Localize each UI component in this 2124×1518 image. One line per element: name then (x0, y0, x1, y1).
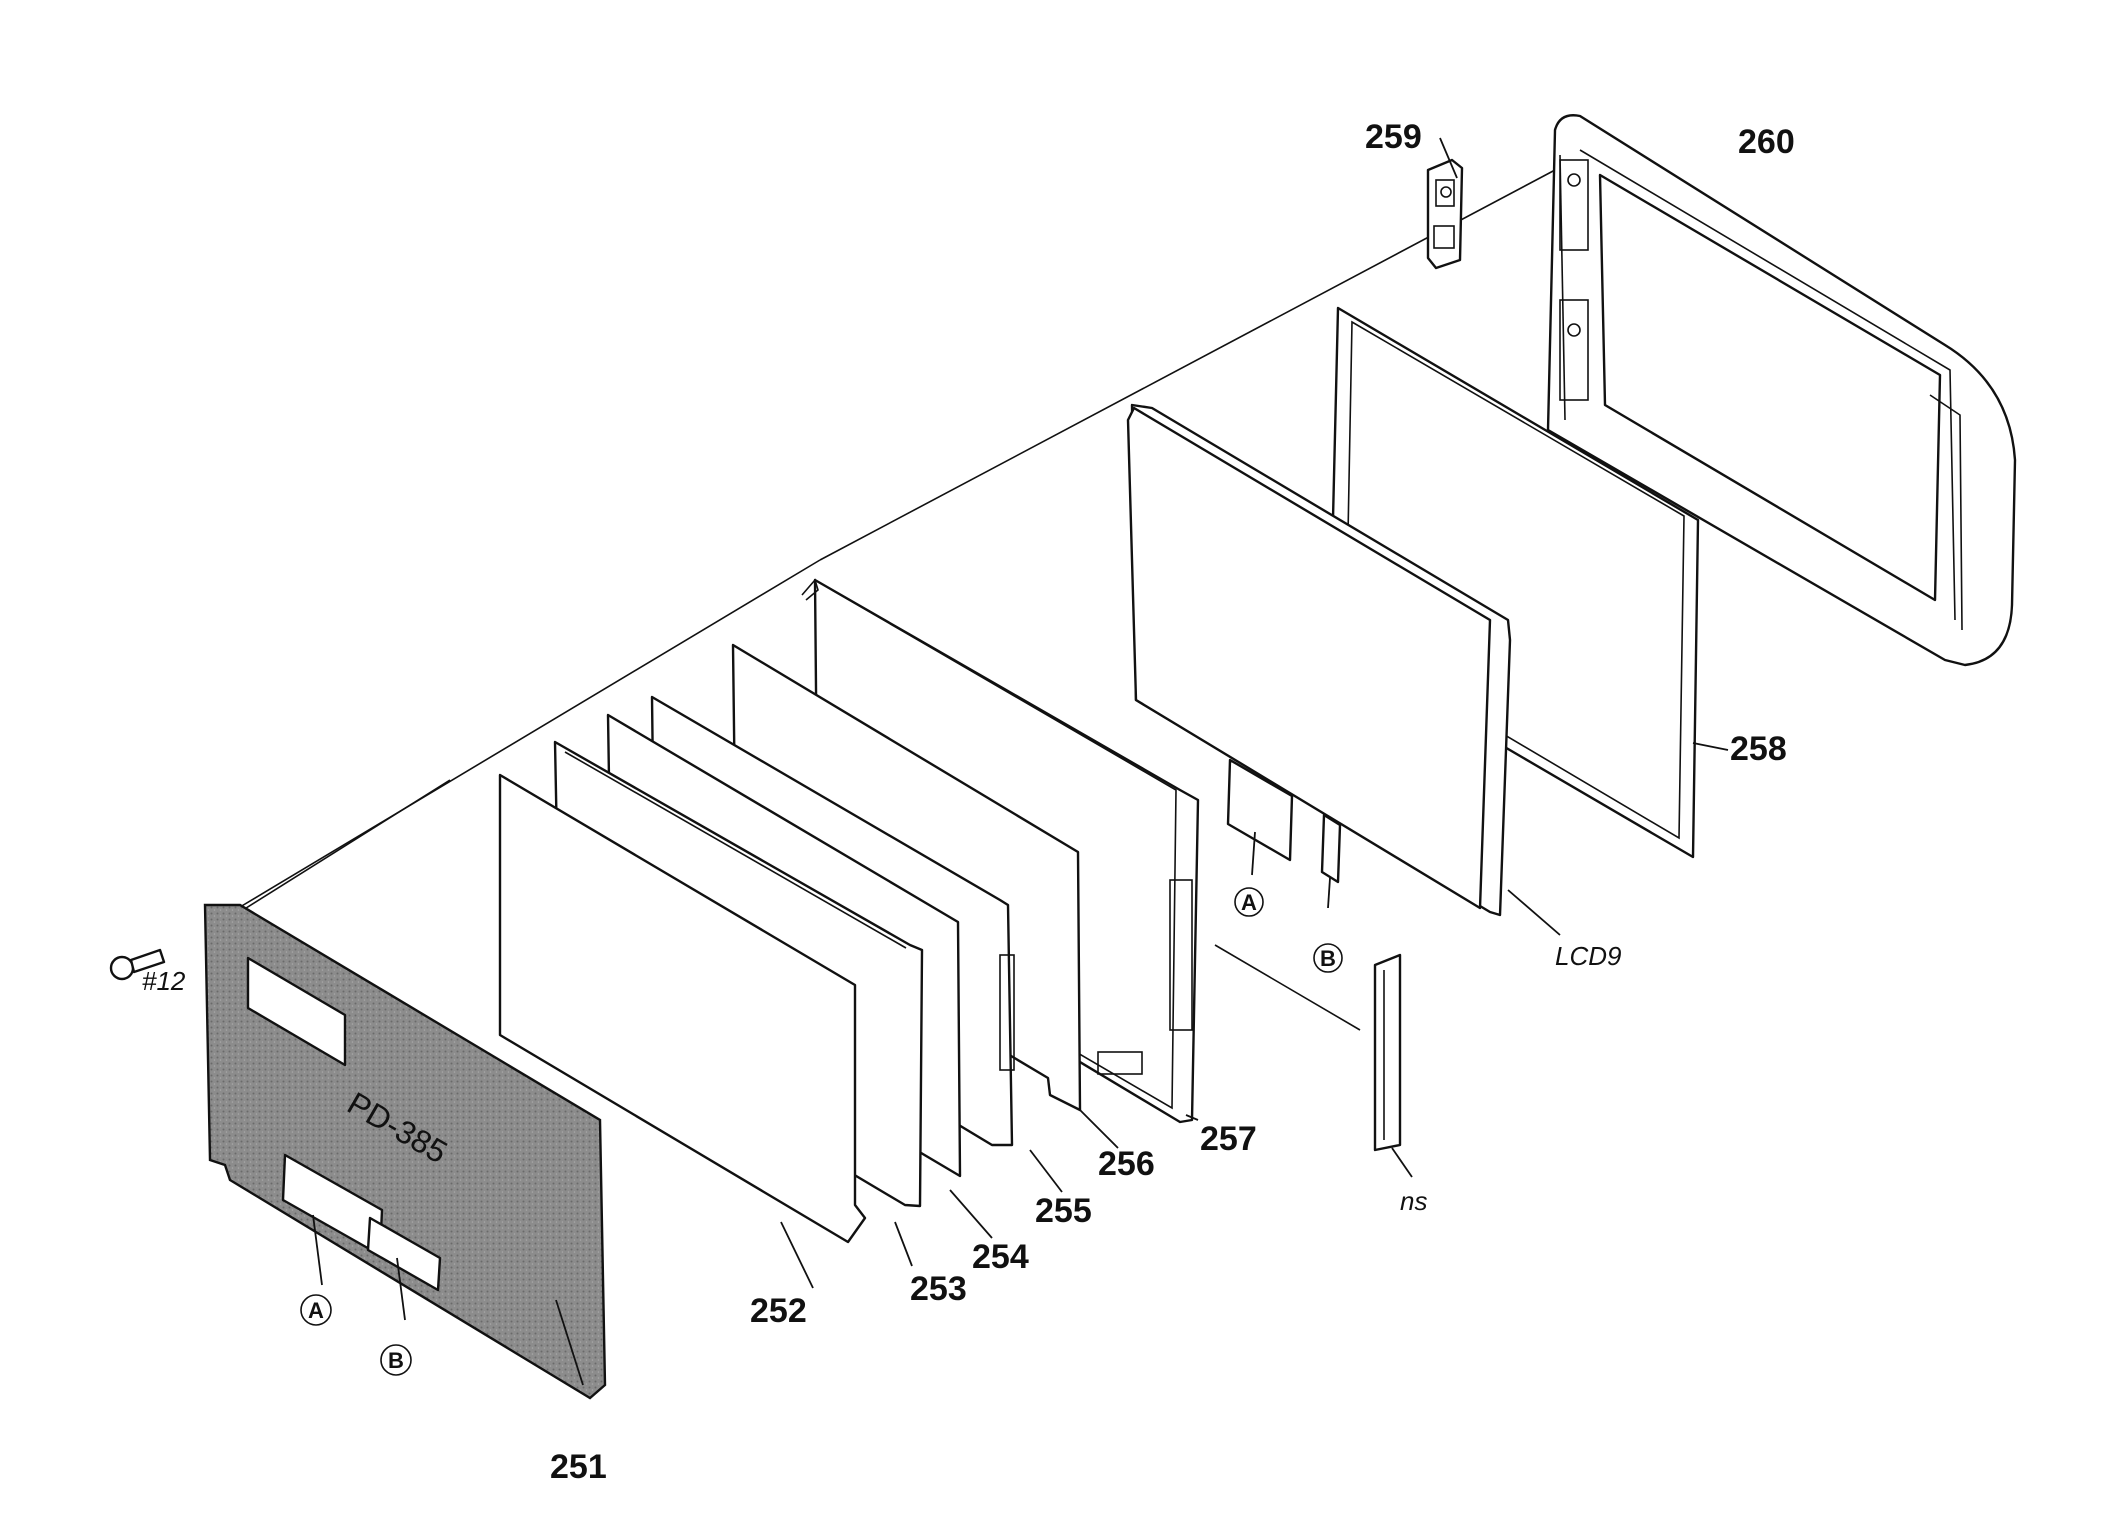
label-252: 252 (750, 1292, 807, 1330)
connector-markers: A B A B (300, 887, 1343, 1376)
part-252-diffuser (498, 773, 867, 1244)
part-ns-connector (1373, 953, 1402, 1152)
connector-b-upper: B (1320, 946, 1336, 971)
label-251: 251 (550, 1448, 607, 1486)
screw-12-icon (109, 948, 166, 981)
leader-lines (312, 137, 1729, 1386)
label-258: 258 (1730, 730, 1787, 768)
label-253: 253 (910, 1270, 967, 1308)
label-ns: ns (1400, 1186, 1427, 1216)
label-256: 256 (1098, 1145, 1155, 1183)
part-260-rear-cabinet (1546, 114, 2017, 667)
connector-a-upper: A (1241, 890, 1257, 915)
connector-b-lower: B (388, 1348, 404, 1373)
label-lcd9: LCD9 (1555, 941, 1621, 971)
part-lcd9-panel (1126, 403, 1512, 917)
connector-a-lower: A (308, 1298, 324, 1323)
part-259-hinge-bracket (1426, 158, 1464, 270)
part-251-circuit-board: PD-385 (203, 903, 607, 1400)
label-257: 257 (1200, 1120, 1257, 1158)
label-screw: #12 (142, 966, 186, 996)
callout-labels: 259 260 258 LCD9 257 256 255 254 253 252… (142, 118, 1795, 1486)
label-255: 255 (1035, 1192, 1092, 1230)
label-260: 260 (1738, 123, 1795, 161)
label-254: 254 (972, 1238, 1029, 1276)
label-259: 259 (1365, 118, 1422, 156)
